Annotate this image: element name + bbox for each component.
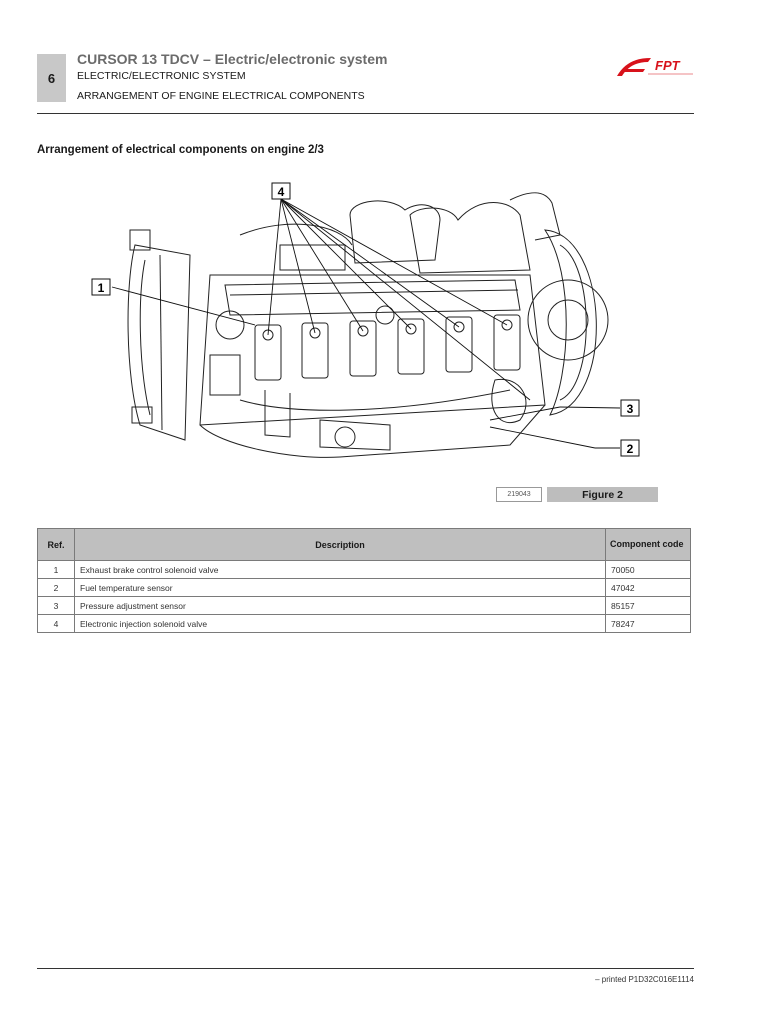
table-row: 3 Pressure adjustment sensor 85157 [37,596,691,615]
callout-1-box [91,278,111,296]
callout-1: 1 [98,281,105,295]
row-description: Pressure adjustment sensor [74,596,606,615]
row-ref: 1 [37,560,75,579]
row-description: Fuel temperature sensor [74,578,606,597]
table-row: 2 Fuel temperature sensor 47042 [37,578,691,597]
callout-2-box [620,439,640,457]
row-code: 85157 [605,596,691,615]
figure-code: 219043 [496,487,542,502]
fpt-logo: FPT [617,58,693,76]
section-title: Arrangement of electrical components on … [37,144,324,156]
svg-text:FPT: FPT [655,58,681,73]
callout-4-box [271,182,291,200]
callout-2: 2 [627,442,634,456]
page-number: 6 [37,54,66,102]
table-row: 4 Electronic injection solenoid valve 78… [37,614,691,633]
row-ref: 4 [37,614,75,633]
row-code: 78247 [605,614,691,633]
figure-label: Figure 2 [547,487,658,502]
callout-4: 4 [278,185,285,199]
table-row: 1 Exhaust brake control solenoid valve 7… [37,560,691,579]
section-heading: ARRANGEMENT OF ENGINE ELECTRICAL COMPONE… [77,90,365,102]
components-table: Ref. Description Component code 1 Exhaus… [37,528,691,633]
row-description: Exhaust brake control solenoid valve [74,560,606,579]
table-header-row: Ref. Description Component code [37,528,691,561]
header-ref: Ref. [37,528,75,561]
header-description: Description [74,528,606,561]
chapter-title: ELECTRIC/ELECTRONIC SYSTEM [77,70,246,82]
footer-rule [37,968,694,969]
engine-diagram: 4 1 3 2 [91,182,640,458]
header-rule [37,113,694,114]
row-code: 47042 [605,578,691,597]
callout-3-box [620,399,640,417]
document-title: CURSOR 13 TDCV – Electric/electronic sys… [77,51,388,67]
row-ref: 2 [37,578,75,597]
header-component-code: Component code [605,528,691,561]
callout-3: 3 [627,402,634,416]
footer-print-code: – printed P1D32C016E1114 [595,975,694,984]
row-description: Electronic injection solenoid valve [74,614,606,633]
row-ref: 3 [37,596,75,615]
row-code: 70050 [605,560,691,579]
